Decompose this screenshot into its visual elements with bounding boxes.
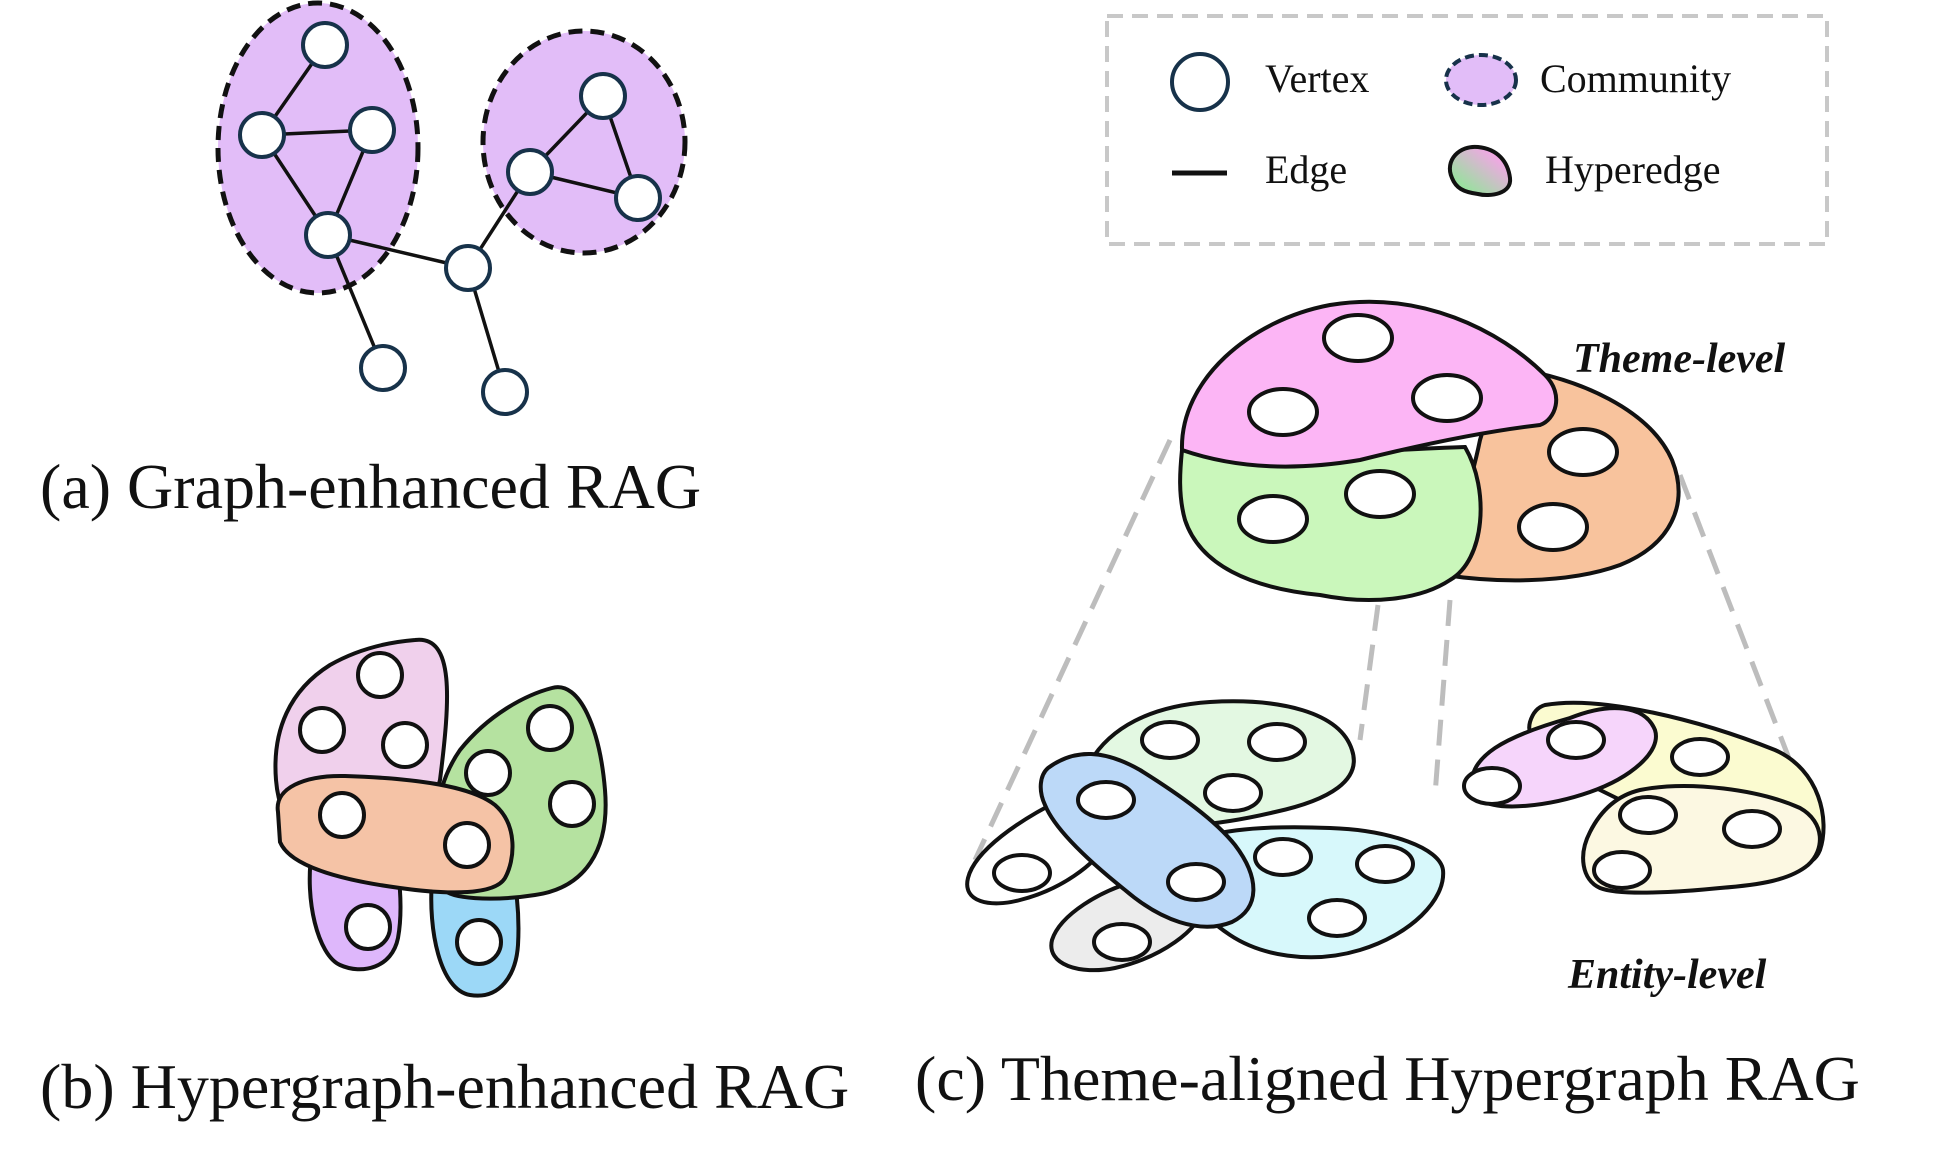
vertex — [238, 111, 286, 159]
caption-c: (c) Theme-aligned Hypergraph RAG — [915, 1043, 1860, 1114]
legend-vertex-label: Vertex — [1265, 56, 1369, 101]
legend-hyperedge-label: Hyperedge — [1545, 147, 1720, 192]
vertex-legend-icon — [1170, 52, 1230, 112]
community-legend-icon — [1444, 53, 1518, 107]
vertex — [1203, 773, 1263, 813]
vertex — [526, 704, 574, 752]
legend: Vertex Community Edge Hyperedge — [1105, 14, 1829, 246]
vertex — [381, 721, 429, 769]
vertex — [1355, 844, 1415, 884]
vertex — [481, 368, 529, 416]
vertex — [1247, 722, 1307, 762]
vertex — [1166, 862, 1226, 902]
vertex — [1722, 809, 1782, 849]
entity-level-label: Entity-level — [1567, 952, 1767, 998]
theme-vertices — [1237, 313, 1619, 552]
graph-vertices — [238, 21, 662, 416]
panel-c-theme-hypergraph: Theme-level — [915, 299, 1860, 1114]
panel-b-hypergraph: (b) Hypergraph-enhanced RAG — [40, 637, 849, 1122]
vertex — [464, 749, 512, 797]
vertex — [318, 791, 366, 839]
vertex — [614, 174, 662, 222]
vertex — [1670, 737, 1730, 777]
vertex — [301, 21, 349, 69]
vertex — [1247, 387, 1319, 437]
vertex — [356, 651, 404, 699]
vertex — [1237, 494, 1309, 544]
vertex — [359, 344, 407, 392]
vertex — [1307, 898, 1367, 938]
vertex — [1517, 502, 1589, 552]
community-left — [215, 0, 421, 296]
theme-green-region — [1178, 444, 1483, 602]
vertex — [1462, 766, 1522, 806]
panel-a-graph: (a) Graph-enhanced RAG — [40, 0, 701, 522]
entity-right-vertices — [1462, 720, 1782, 890]
vertex — [579, 72, 627, 120]
hyperedge-legend-icon — [1448, 144, 1513, 198]
vertex — [1592, 850, 1652, 890]
legend-frame — [1105, 14, 1829, 246]
vertex — [455, 918, 503, 966]
vertex — [1547, 427, 1619, 477]
vertex — [1140, 720, 1200, 760]
legend-community-label: Community — [1540, 56, 1731, 101]
vertex — [298, 706, 346, 754]
vertex — [344, 903, 392, 951]
vertex — [443, 821, 491, 869]
vertex — [506, 148, 554, 196]
theme-level-label: Theme-level — [1573, 336, 1786, 382]
community-right — [480, 28, 688, 256]
vertex — [1618, 795, 1678, 835]
caption-a: (a) Graph-enhanced RAG — [40, 451, 701, 522]
vertex — [1411, 373, 1483, 423]
vertex — [1322, 313, 1394, 363]
vertex — [1344, 469, 1416, 519]
level-connectors — [972, 438, 1808, 862]
vertex — [548, 780, 596, 828]
vertex — [1076, 780, 1136, 820]
vertex — [348, 106, 396, 154]
caption-b: (b) Hypergraph-enhanced RAG — [40, 1051, 849, 1122]
legend-edge-label: Edge — [1265, 147, 1347, 192]
vertex — [1253, 837, 1313, 877]
vertex — [444, 244, 492, 292]
vertex — [304, 211, 352, 259]
vertex — [1092, 922, 1152, 962]
vertex — [992, 853, 1052, 893]
vertex — [1546, 720, 1606, 760]
hypergraph-vertices — [298, 651, 596, 966]
entity-left-vertices — [992, 720, 1415, 962]
